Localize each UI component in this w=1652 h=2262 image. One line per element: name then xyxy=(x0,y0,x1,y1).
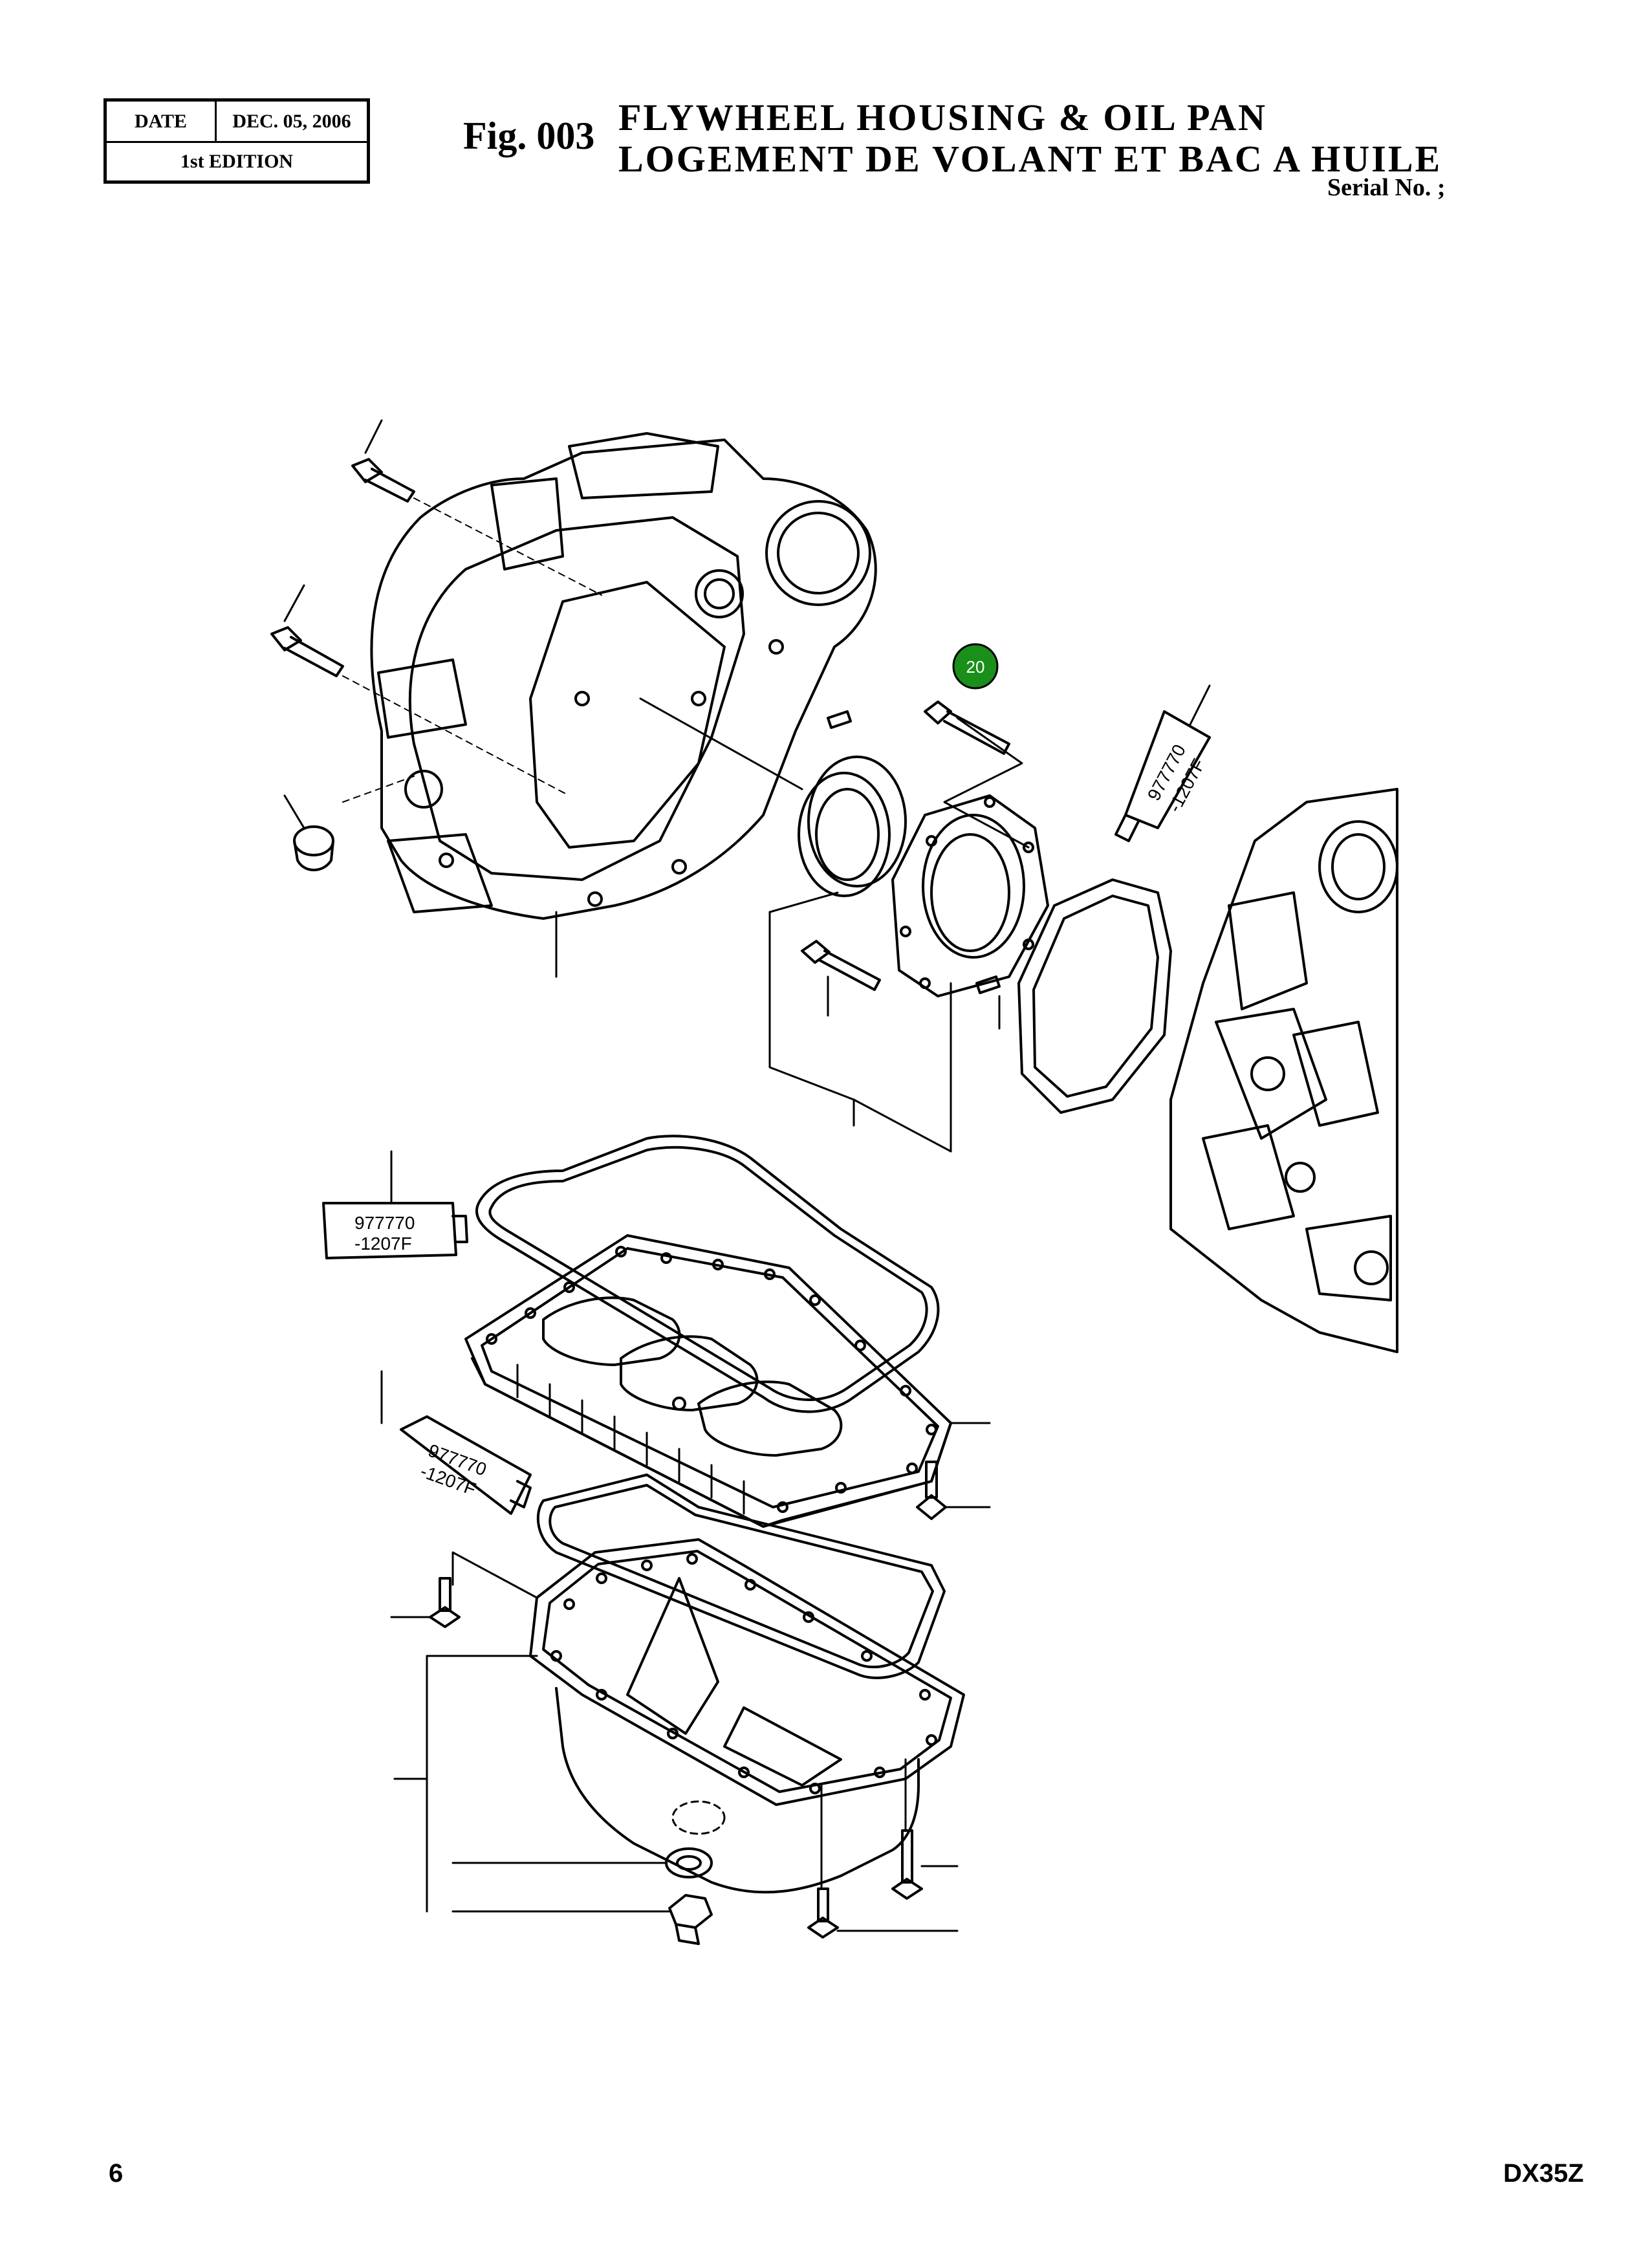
sealant-tube-top: 977770 -1207F xyxy=(1114,684,1211,842)
ladder-frame xyxy=(464,1234,991,1528)
date-edition-box: DATE DEC. 05, 2006 1st EDITION xyxy=(103,98,370,184)
figure-number: Fig. 003 xyxy=(463,114,595,157)
oil-pan-bolt-left xyxy=(390,1577,461,1628)
page-title-french: LOGEMENT DE VOLANT ET BAC A HUILE xyxy=(618,138,1442,180)
page-title-english: FLYWHEEL HOUSING & OIL PAN xyxy=(618,96,1267,138)
page-number: 6 xyxy=(109,2159,124,2188)
oil-pan xyxy=(451,1538,965,1894)
oil-pan-drain-plug xyxy=(451,1894,713,1945)
oil-pan-bolt-lower-2 xyxy=(891,1758,959,1900)
serial-number-label: Serial No. ; xyxy=(1327,174,1446,201)
sealant-tube-middle: 977770 -1207F xyxy=(322,1150,468,1259)
assembly-guide-lines xyxy=(342,497,602,803)
engine-block xyxy=(1169,788,1398,1353)
edition-label: 1st EDITION xyxy=(180,151,294,172)
housing-bolt-upper xyxy=(351,419,415,503)
dowel-pins xyxy=(827,710,1001,994)
oil-pan-bracket-lines xyxy=(393,1655,538,1913)
plate-bracket-lines xyxy=(768,911,1001,1153)
oil-pan-bolt-lower-1 xyxy=(807,1784,959,1939)
model-code: DX35Z xyxy=(1503,2159,1584,2188)
seal-cover-bolt xyxy=(924,701,1030,849)
drain-plug-washer xyxy=(451,1847,713,1878)
date-label: DATE xyxy=(107,102,217,141)
rear-plate-gasket xyxy=(1017,878,1172,1114)
sealant-tube-middle-suffix: -1207F xyxy=(354,1234,412,1254)
callout-20-label: 20 xyxy=(966,657,985,677)
date-row: DATE DEC. 05, 2006 xyxy=(107,102,367,143)
sealant-tube-middle-code: 977770 xyxy=(354,1213,415,1233)
callout-20: 20 xyxy=(952,643,999,690)
sealant-tube-lower: 977770 -1207F xyxy=(380,1370,532,1515)
drain-plug-housing xyxy=(283,794,334,871)
date-value: DEC. 05, 2006 xyxy=(232,110,351,132)
housing-bolt-lower xyxy=(270,584,344,677)
seal-retainer-plate xyxy=(891,794,1049,997)
plate-bolt xyxy=(801,940,881,1017)
oil-pan-lower-gasket xyxy=(536,1474,946,1679)
rear-oil-seal xyxy=(639,697,907,913)
oil-pan-upper-gasket xyxy=(475,1135,940,1413)
ladder-frame-bolt xyxy=(916,1461,991,1520)
